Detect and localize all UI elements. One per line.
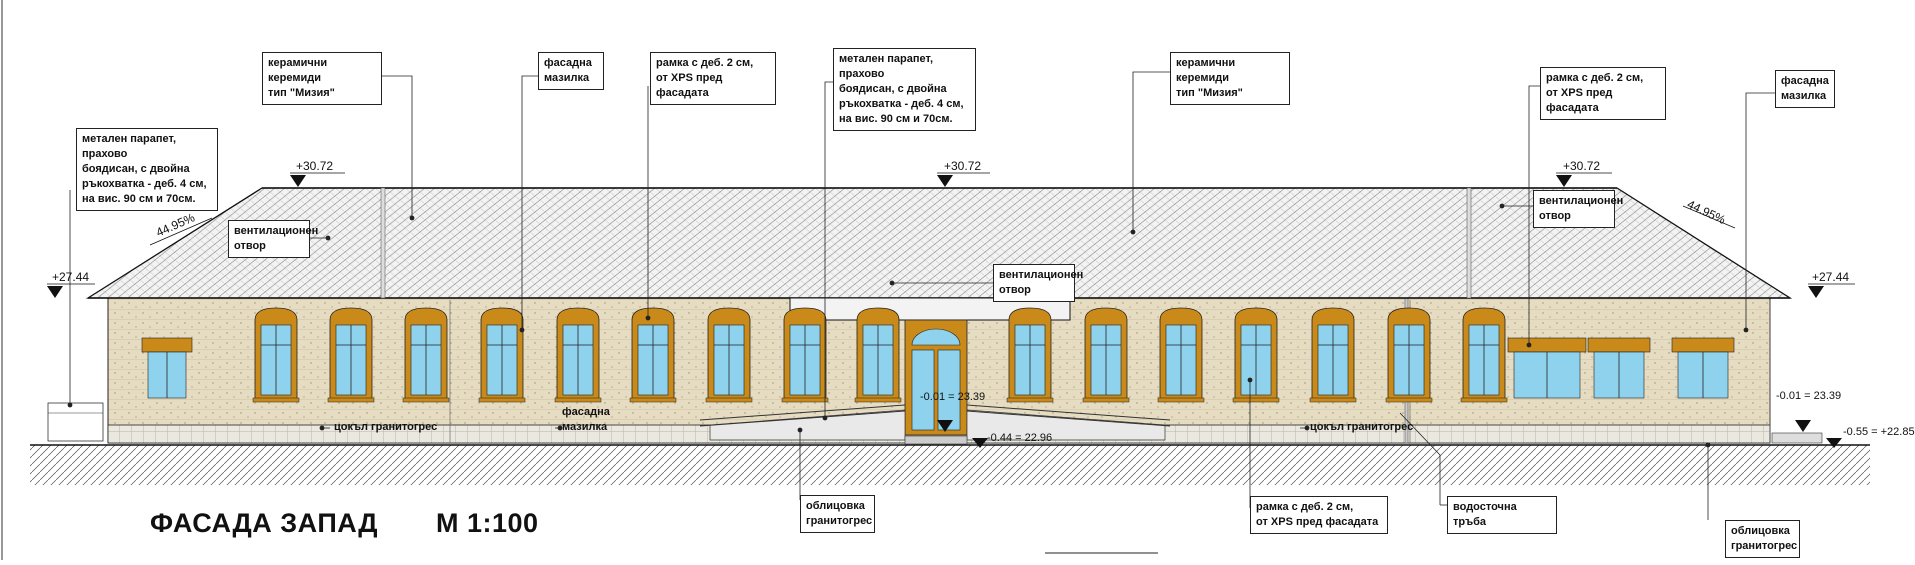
label-downpipe: водосточна тръба (1447, 496, 1557, 534)
window-square (1507, 337, 1587, 399)
window-square (1671, 337, 1735, 399)
drawing-title-text: ФАСАДА ЗАПАД (150, 508, 378, 538)
label-cladding-right: облицовка гранитогрес (1725, 520, 1800, 558)
vent-pipe-right (1466, 187, 1472, 299)
label-parapet-center: метален парапет, прахово боядисан, с дво… (833, 48, 976, 131)
label-cladding-center: облицовка гранитогрес (800, 495, 875, 533)
window-arched (402, 307, 450, 403)
ground-hatch (30, 445, 1870, 485)
label-frame-top-1: рамка с деб. 2 см, от XPS пред фасадата (650, 52, 776, 105)
window-arched (554, 307, 602, 403)
elevation-eave-left: +27.44 (52, 270, 90, 284)
ramps (47, 402, 1823, 445)
window-arched (1006, 307, 1054, 403)
label-roof-tiles-right: керамични керемиди тип "Мизия" (1170, 52, 1290, 105)
window-arched (1309, 307, 1357, 403)
level-marker (1556, 175, 1572, 187)
window-arched (327, 307, 375, 403)
window-arched (781, 307, 829, 403)
elevation-right-floor: -0.01 = 23.39 (1776, 390, 1842, 402)
level-marker (290, 175, 306, 187)
vent-pipe-left (380, 187, 386, 299)
label-roof-tiles-left: керамични керемиди тип "Мизия" (262, 52, 382, 105)
windows (141, 307, 1735, 403)
window-square (141, 337, 193, 399)
window-arched (252, 307, 300, 403)
label-facade-plaster-top: фасадна мазилка (538, 52, 604, 90)
level-marker (1826, 438, 1842, 448)
window-arched (1460, 307, 1508, 403)
slope-dimension-right (1682, 205, 1736, 229)
ramp-right-handrail (966, 404, 1171, 421)
label-plinth-right: цокъл гранитогрес (1310, 421, 1414, 433)
drawing-scale: М 1:100 (436, 508, 539, 538)
label-vent-left: вентилационен отвор (228, 220, 318, 258)
ramp-right-handrail (966, 410, 1171, 427)
elevation-eave-right: +27.44 (1812, 270, 1850, 284)
entrance-door (904, 319, 968, 436)
window-arched (1385, 307, 1433, 403)
window-arched (1157, 307, 1205, 403)
window-arched (705, 307, 753, 403)
ramp-left-handrail (699, 404, 906, 421)
label-facade-plaster-right: фасадна мазилка (1775, 70, 1835, 108)
window-arched (1082, 307, 1130, 403)
label-vent-center: вентилационен отвор (993, 264, 1083, 302)
elevation-entrance: -0.01 = 23.39 (920, 391, 986, 403)
label-vent-right: вентилационен отвор (1533, 190, 1623, 228)
ground (30, 444, 1870, 485)
elevation-right-ground: -0.55 = +22.85 (1843, 426, 1915, 438)
level-marker (1808, 286, 1824, 298)
window-square (1587, 337, 1651, 399)
label-facade-plaster-plinth: фасадна мазилка (562, 406, 610, 433)
elevation-ridge-left: +30.72 (296, 159, 334, 173)
drawing-title: ФАСАДА ЗАПАД М 1:100 (150, 508, 539, 539)
label-frame-top-2: рамка с деб. 2 см, от XPS пред фасадата (1540, 67, 1666, 120)
elevation-ramp-bottom: -0.44 = 22.96 (987, 432, 1053, 444)
label-frame-bottom: рамка с деб. 2 см, от XPS пред фасадата (1250, 496, 1388, 534)
window-arched (629, 307, 677, 403)
elevation-ridge-right: +30.72 (1563, 159, 1601, 173)
entrance-step (904, 435, 968, 445)
level-marker (972, 438, 988, 448)
window-arched (854, 307, 902, 403)
level-marker (937, 175, 953, 187)
elevation-underlines (47, 172, 1855, 285)
label-plinth-left: цокъл гранитогрес (334, 421, 438, 433)
window-arched (1232, 307, 1280, 403)
level-marker (47, 286, 63, 298)
side-step-right (1771, 432, 1823, 444)
level-marker (937, 420, 953, 432)
leader-lines (67, 71, 1780, 520)
level-marker (1795, 420, 1811, 432)
label-parapet-left: метален парапет, прахово боядисан, с дво… (76, 128, 218, 211)
elevation-ridge-center: +30.72 (944, 159, 982, 173)
stair-railing-left (47, 402, 104, 442)
window-arched (478, 307, 526, 403)
elevation-markers (47, 175, 1842, 448)
slope-dimension-left (149, 217, 213, 246)
ramp-right (966, 409, 1166, 441)
ramp-left-handrail (699, 410, 906, 427)
